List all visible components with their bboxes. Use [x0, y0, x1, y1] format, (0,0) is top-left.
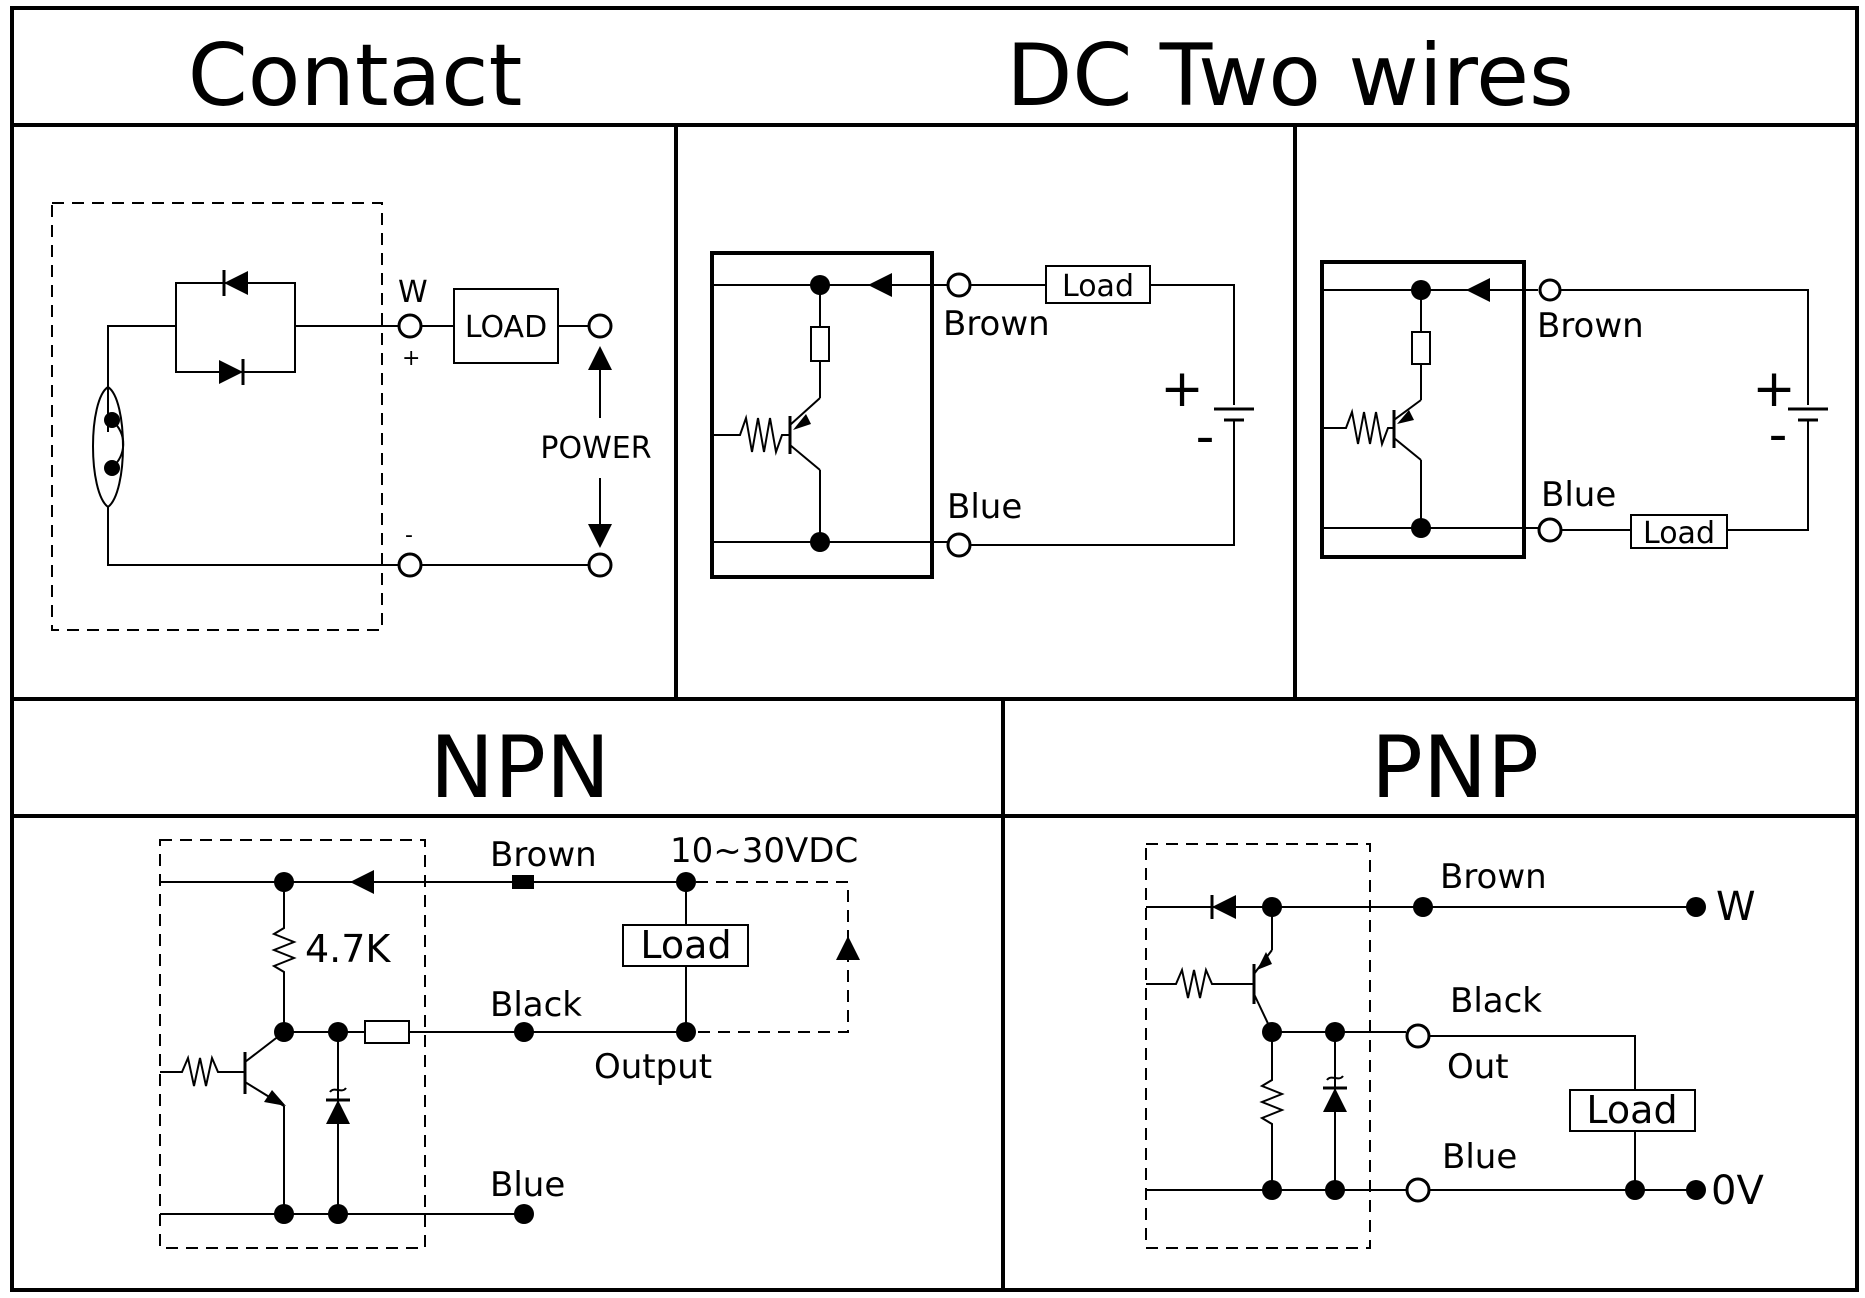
npn-circuit: Load Brown 10~30VDC 4.7K Black Output Bl…	[159, 831, 860, 1249]
dc2w-left-blue: Blue	[947, 487, 1022, 527]
npn-black: Black	[490, 985, 582, 1025]
power-terminal-top	[587, 313, 613, 339]
dc2w-left-minus: -	[1196, 407, 1215, 467]
dc2w-left-load-label: Load	[1062, 269, 1134, 304]
dc2w-right-sensor-box	[1320, 260, 1526, 559]
contact-load-box	[453, 288, 559, 364]
pnp-black: Black	[1450, 981, 1542, 1021]
npn-voltage: 10~30VDC	[670, 831, 858, 871]
contact-power-label: POWER	[540, 431, 651, 466]
contact-w-label: W	[398, 275, 428, 310]
npn-load-label: Load	[640, 923, 731, 967]
diode-bottom	[219, 359, 245, 385]
dc2w-right-circuit: Load + - Brown Blue	[1320, 260, 1828, 559]
npn-resistor-value: 4.7K	[305, 927, 391, 971]
power-arrow-down	[588, 524, 612, 548]
contact-minus-label: -	[405, 523, 413, 548]
pnp-title: PNP	[1371, 718, 1539, 818]
pnp-blue: Blue	[1442, 1137, 1517, 1177]
npn-output: Output	[594, 1047, 712, 1087]
contact-sensor-boundary	[51, 202, 383, 631]
dc2w-left-brown: Brown	[943, 304, 1050, 344]
dc2w-right-load-label: Load	[1643, 516, 1715, 551]
terminal-minus	[397, 552, 423, 578]
power-terminal-bottom	[587, 552, 613, 578]
dc2w-right-blue: Blue	[1541, 475, 1616, 515]
contact-load-label: LOAD	[465, 310, 547, 345]
pnp-load-label: Load	[1586, 1088, 1677, 1132]
pnp-out: Out	[1447, 1047, 1509, 1087]
pnp-sensor-boundary	[1145, 843, 1371, 1249]
npn-title: NPN	[430, 718, 611, 818]
dc2w-right-plus: +	[1752, 359, 1796, 419]
dc2w-left-sensor-box	[710, 251, 934, 579]
npn-blue: Blue	[490, 1165, 565, 1205]
pnp-circuit: Load Brown W Black Out Blue 0V	[1145, 843, 1764, 1249]
pnp-w: W	[1716, 884, 1756, 930]
dc-two-wires-title: DC Two wires	[1006, 26, 1574, 126]
npn-brown: Brown	[490, 835, 597, 875]
terminal-w-plus	[397, 313, 423, 339]
contact-plus-label: +	[402, 346, 420, 371]
pnp-0v: 0V	[1711, 1168, 1764, 1214]
dc2w-left-plus: +	[1160, 359, 1204, 419]
diode-top	[222, 270, 248, 296]
dc2w-left-circuit: Load + - Brown Blue	[710, 251, 1254, 579]
dc2w-right-minus: -	[1769, 405, 1788, 465]
npn-sensor-boundary	[159, 839, 426, 1249]
contact-circuit: LOAD W + - POWER	[51, 202, 652, 631]
dc2w-right-brown: Brown	[1537, 306, 1644, 346]
power-arrow-up	[588, 346, 612, 370]
outer-frame	[10, 6, 1859, 1292]
pnp-brown: Brown	[1440, 857, 1547, 897]
contact-title: Contact	[188, 26, 523, 126]
